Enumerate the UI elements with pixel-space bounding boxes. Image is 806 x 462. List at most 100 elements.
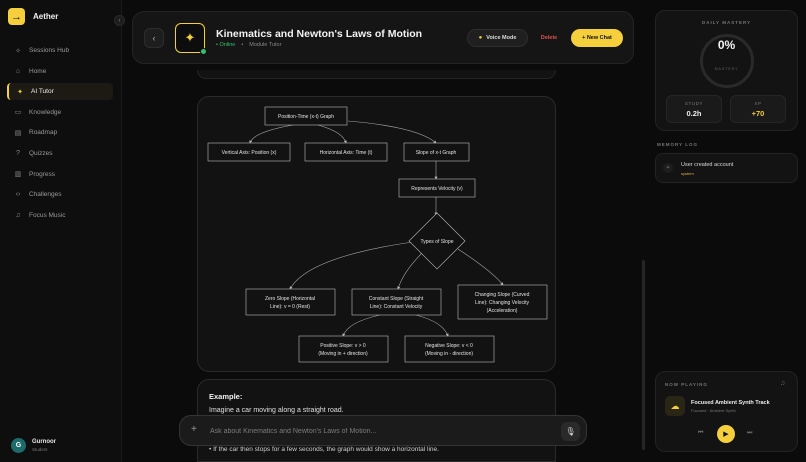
new-chat-button[interactable]: + New Chat xyxy=(571,29,623,47)
home-icon: ⌂ xyxy=(15,67,21,75)
chat-input[interactable] xyxy=(210,424,550,439)
mastery-sub: MASTERY xyxy=(714,67,739,71)
back-button[interactable]: ‹ xyxy=(144,28,164,48)
voice-mode-button[interactable]: ● Voice Mode xyxy=(467,29,528,47)
voice-mode-label: Voice Mode xyxy=(486,35,517,41)
status-badge: • Online xyxy=(216,42,236,48)
sidebar-item-label: Challenges xyxy=(29,191,62,199)
mic-button[interactable]: 🎙 xyxy=(561,422,580,441)
skip-forward-icon: ⏭ xyxy=(747,430,753,436)
app-name: Aether xyxy=(33,12,59,21)
node-pos-label-2: (Moving in + direction) xyxy=(318,351,368,357)
node-neg-label-2: (Moving in - direction) xyxy=(425,351,473,357)
delete-button[interactable]: Delete xyxy=(540,35,558,41)
node-vaxis xyxy=(207,142,291,162)
previous-track-button[interactable]: ⏮ xyxy=(698,430,703,437)
example-text: Imagine a car moving along a straight ro… xyxy=(209,407,344,414)
track-subtitle: Focused · Ambient Synth xyxy=(691,408,736,413)
sidebar-item-label: Sessions Hub xyxy=(29,47,70,54)
separator-dot: • xyxy=(241,42,244,48)
node-pos xyxy=(298,335,389,363)
study-stat: STUDY 0.2h xyxy=(666,95,722,123)
node-root xyxy=(264,106,348,126)
node-zero xyxy=(245,288,336,316)
brand[interactable]: → Aether xyxy=(8,8,58,25)
sidebar-item-label: Progress xyxy=(29,170,56,178)
node-types-label: Types of Slope xyxy=(420,239,453,245)
node-velocity xyxy=(398,178,476,198)
app-logo-icon: → xyxy=(8,8,25,25)
sidebar-item-label: Quizzes xyxy=(29,149,53,157)
main-content: ‹ ✦ Kinematics and Newton's Laws of Moti… xyxy=(122,0,645,462)
now-playing-label: NOW PLAYING xyxy=(665,382,708,387)
play-button[interactable]: ▶ xyxy=(717,425,735,443)
user-name: Gurnoor xyxy=(32,439,56,445)
sidebar-item-knowledge[interactable]: ▭ Knowledge xyxy=(7,104,113,121)
node-velocity-label: Represents Velocity (v) xyxy=(411,186,463,192)
edge-root-vaxis xyxy=(249,124,294,144)
example-title: Example: xyxy=(209,392,243,401)
stat-value: +70 xyxy=(751,109,765,118)
example-bullet-text: If the car then stops for a few seconds,… xyxy=(213,446,439,453)
sidebar-item-progress[interactable]: ▥ Progress xyxy=(7,166,113,183)
flowchart-card: Position-Time (x-t) Graph Vertical Axis:… xyxy=(197,96,556,372)
node-neg xyxy=(404,335,495,363)
sidebar-item-quizzes[interactable]: ? Quizzes xyxy=(7,145,113,162)
sidebar-item-label: Home xyxy=(29,67,47,75)
sidebar-item-ai-tutor[interactable]: ✦ AI Tutor xyxy=(7,83,113,101)
book-icon: ▭ xyxy=(14,109,22,117)
plus-icon[interactable]: + xyxy=(191,424,197,435)
cloud-icon: ☁ xyxy=(665,396,685,416)
tutor-avatar: ✦ xyxy=(175,23,205,53)
memory-text: User created account xyxy=(681,162,734,168)
scrollbar[interactable] xyxy=(642,260,645,450)
user-profile[interactable]: G Gurnoor Student xyxy=(11,438,56,453)
music-icon: ♫ xyxy=(15,211,21,219)
flowchart-nodes xyxy=(207,106,548,363)
edge-root-haxis xyxy=(317,124,347,144)
chevron-left-icon: ‹ xyxy=(118,17,121,24)
sidebar-item-focus-music[interactable]: ♫ Focus Music xyxy=(7,207,113,224)
sparkle-icon: ✦ xyxy=(663,163,673,173)
sidebar-item-sessions-hub[interactable]: ✧ Sessions Hub xyxy=(7,42,113,59)
chevron-left-icon: ‹ xyxy=(152,33,156,43)
memory-log-title: MEMORY LOG xyxy=(657,142,699,147)
mastery-percent: 0% xyxy=(717,38,736,52)
chat-input-bar: + 🎙 xyxy=(179,415,587,446)
sidebar-item-label: Focus Music xyxy=(29,211,66,219)
example-bullet: • If the car then stops for a few second… xyxy=(209,446,439,453)
node-const-label-1: Constant Slope (Straight xyxy=(369,296,424,302)
avatar: G xyxy=(11,438,26,453)
chat-header: ‹ ✦ Kinematics and Newton's Laws of Moti… xyxy=(132,11,634,64)
node-const-label-2: Line): Constant Velocity xyxy=(370,304,423,310)
edge-const-pos xyxy=(342,314,381,337)
node-slope xyxy=(403,142,470,162)
node-curve-label-1: Changing Slope (Curved xyxy=(475,292,530,298)
daily-mastery-card: DAILY MASTERY 0% MASTERY STUDY 0.2h XP +… xyxy=(655,10,798,131)
edge-types-zero xyxy=(289,241,414,290)
collapse-sidebar-button[interactable]: ‹ xyxy=(114,15,125,26)
track-title: Focused Ambient Synth Track xyxy=(691,400,770,406)
node-const xyxy=(351,288,442,316)
map-icon: ▤ xyxy=(14,129,22,137)
online-indicator xyxy=(200,48,207,55)
sidebar-item-challenges[interactable]: ‹› Challenges xyxy=(7,186,113,203)
flowchart-edges xyxy=(249,120,504,337)
sidebar-item-roadmap[interactable]: ▤ Roadmap xyxy=(7,124,113,141)
tutor-type: Module Tutor xyxy=(249,42,282,48)
mic-icon: 🎙 xyxy=(565,427,576,436)
user-role: Student xyxy=(32,447,48,452)
next-track-button[interactable]: ⏭ xyxy=(747,430,752,437)
sidebar-nav: ✧ Sessions Hub ⌂ Home ✦ AI Tutor ▭ Knowl… xyxy=(7,42,113,227)
node-haxis xyxy=(304,142,388,162)
stat-label: XP xyxy=(754,101,762,106)
right-panel: DAILY MASTERY 0% MASTERY STUDY 0.2h XP +… xyxy=(655,0,806,462)
header-subtitle: • Online • Module Tutor xyxy=(216,42,281,48)
node-zero-label-1: Zero Slope (Horizontal xyxy=(265,296,315,302)
node-slope-label: Slope of x-t Graph xyxy=(416,150,457,156)
node-vaxis-label: Vertical Axis: Position (x) xyxy=(222,150,277,156)
sidebar-item-label: AI Tutor xyxy=(31,88,54,96)
sidebar-item-home[interactable]: ⌂ Home xyxy=(7,63,113,80)
memory-log-item: ✦ User created account system xyxy=(655,153,798,183)
previous-message-card xyxy=(197,70,556,79)
